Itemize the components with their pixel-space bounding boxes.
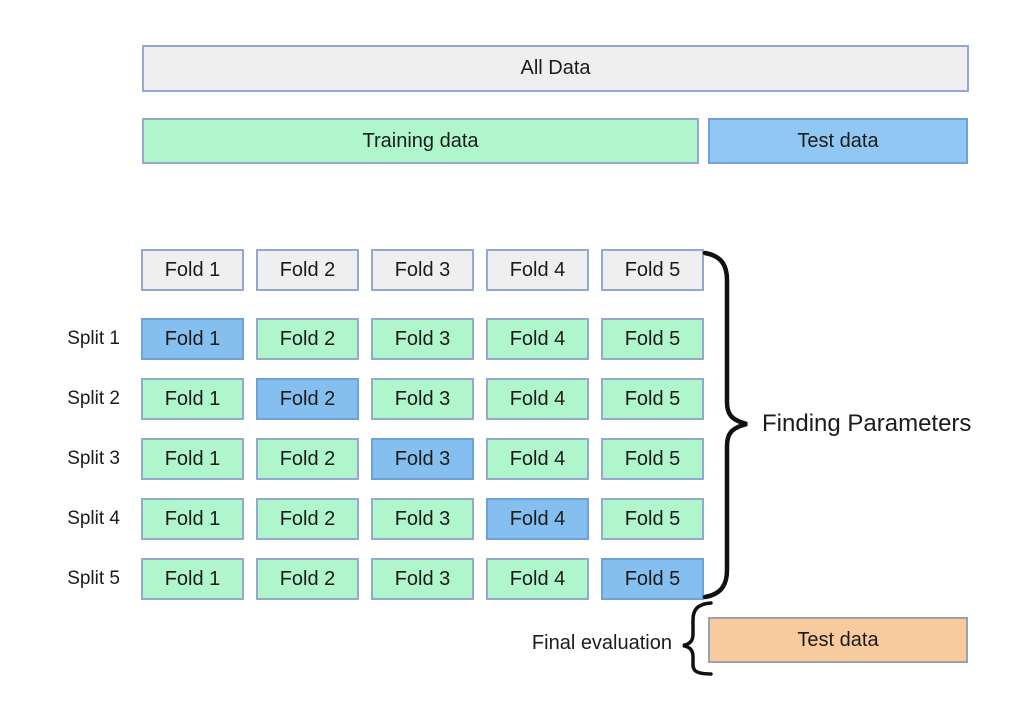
fold-cell-train: Fold 3 (371, 558, 474, 600)
fold-header-cell: Fold 2 (256, 249, 359, 291)
final-test-data-bar: Test data (708, 617, 968, 663)
fold-cell-train: Fold 1 (141, 438, 244, 480)
fold-cell-train: Fold 5 (601, 498, 704, 540)
all-data-label: All Data (520, 57, 591, 79)
split-label: Split 5 (67, 568, 120, 589)
fold-header-cell: Fold 4 (486, 249, 589, 291)
test-data-bar: Test data (708, 118, 968, 164)
final-evaluation-label: Final evaluation (531, 632, 672, 654)
training-data-bar: Training data (142, 118, 699, 164)
split-row-3: Split 3 Fold 1 Fold 2 Fold 3 Fold 4 Fold… (0, 438, 1024, 480)
fold-cell-test: Fold 2 (256, 378, 359, 420)
fold-cell-train: Fold 3 (371, 318, 474, 360)
fold-cell-train: Fold 4 (486, 318, 589, 360)
split-label: Split 3 (67, 448, 120, 469)
test-data-label: Test data (797, 129, 879, 152)
split-row-4: Split 4 Fold 1 Fold 2 Fold 3 Fold 4 Fold… (0, 498, 1024, 540)
fold-cell-train: Fold 3 (371, 378, 474, 420)
fold-cell-test: Fold 5 (601, 558, 704, 600)
split-label: Split 4 (67, 508, 120, 529)
fold-cell-train: Fold 1 (141, 558, 244, 600)
fold-cell-train: Fold 3 (371, 498, 474, 540)
training-data-label: Training data (362, 129, 479, 152)
fold-cell-test: Fold 3 (371, 438, 474, 480)
fold-cell-train: Fold 4 (486, 438, 589, 480)
split-label: Split 2 (67, 388, 120, 409)
fold-header-cell: Fold 1 (141, 249, 244, 291)
fold-cell-train: Fold 1 (141, 378, 244, 420)
fold-header-row: Fold 1 Fold 2 Fold 3 Fold 4 Fold 5 (0, 249, 1024, 291)
split-row-2: Split 2 Fold 1 Fold 2 Fold 3 Fold 4 Fold… (0, 378, 1024, 420)
fold-cell-train: Fold 2 (256, 438, 359, 480)
fold-cell-test: Fold 1 (141, 318, 244, 360)
split-row-5: Split 5 Fold 1 Fold 2 Fold 3 Fold 4 Fold… (0, 558, 1024, 600)
all-data-bar: All Data (142, 45, 969, 92)
fold-cell-train: Fold 2 (256, 318, 359, 360)
fold-cell-train: Fold 5 (601, 318, 704, 360)
finding-parameters-label: Finding Parameters (762, 410, 972, 437)
fold-cell-train: Fold 2 (256, 558, 359, 600)
final-test-data-label: Test data (797, 628, 879, 651)
fold-header-cell: Fold 3 (371, 249, 474, 291)
fold-cell-train: Fold 1 (141, 498, 244, 540)
fold-cell-train: Fold 5 (601, 438, 704, 480)
fold-cell-train: Fold 2 (256, 498, 359, 540)
split-label: Split 1 (67, 328, 120, 349)
fold-header-cell: Fold 5 (601, 249, 704, 291)
split-row-1: Split 1 Fold 1 Fold 2 Fold 3 Fold 4 Fold… (0, 318, 1024, 360)
fold-cell-train: Fold 5 (601, 378, 704, 420)
fold-cell-train: Fold 4 (486, 378, 589, 420)
fold-cell-test: Fold 4 (486, 498, 589, 540)
fold-cell-train: Fold 4 (486, 558, 589, 600)
